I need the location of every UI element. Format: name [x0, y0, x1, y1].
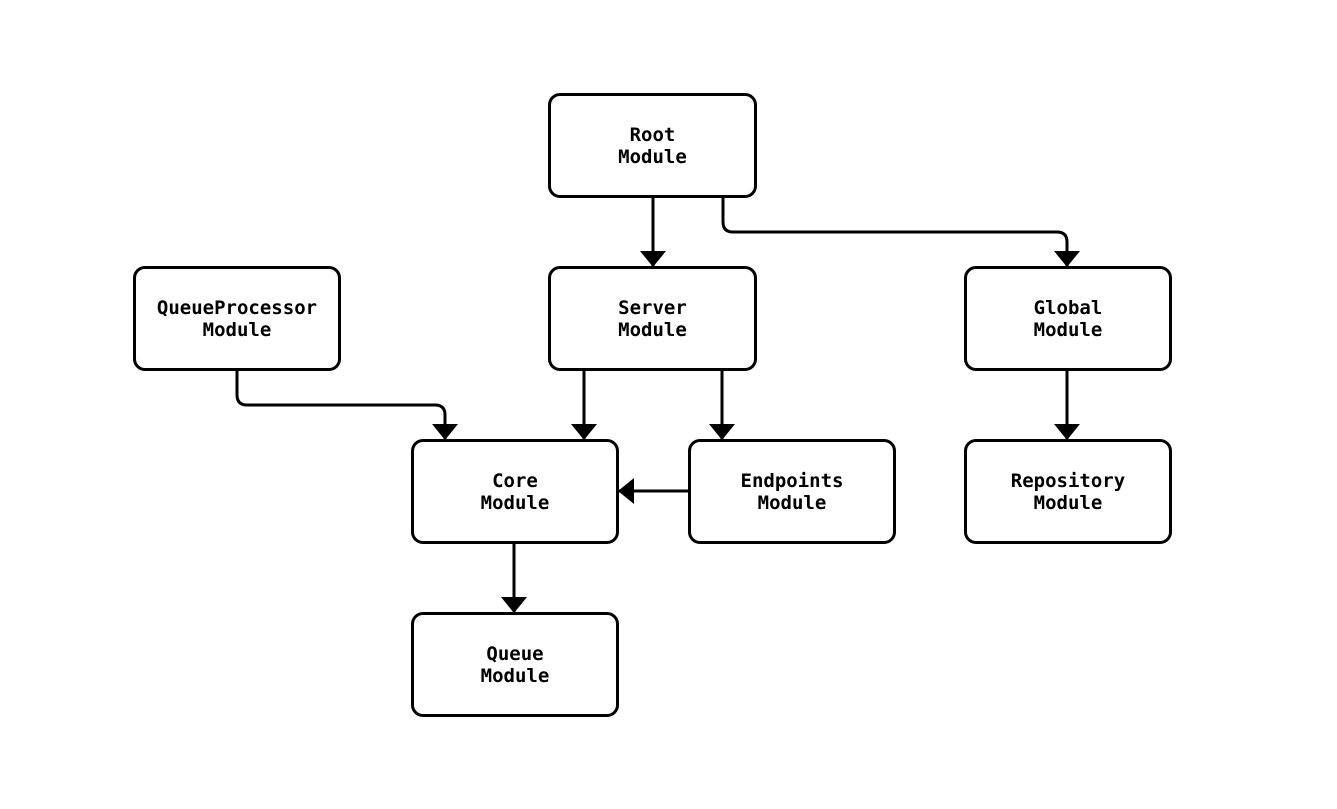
node-queue-module: Queue Module [411, 612, 619, 717]
node-repository-module: Repository Module [964, 439, 1172, 544]
node-endpoints-module: Endpoints Module [688, 439, 896, 544]
edge-paths-group [235, 198, 1080, 613]
node-server-module: Server Module [548, 266, 757, 371]
node-global-module: Global Module [964, 266, 1172, 371]
edge-queueprocessor-module-to-core-module [235, 371, 458, 440]
edge-root-module-to-global-module [721, 198, 1080, 267]
node-core-module: Core Module [411, 439, 619, 544]
node-root-module: Root Module [548, 93, 757, 198]
node-queueprocessor-module: QueueProcessor Module [133, 266, 341, 371]
